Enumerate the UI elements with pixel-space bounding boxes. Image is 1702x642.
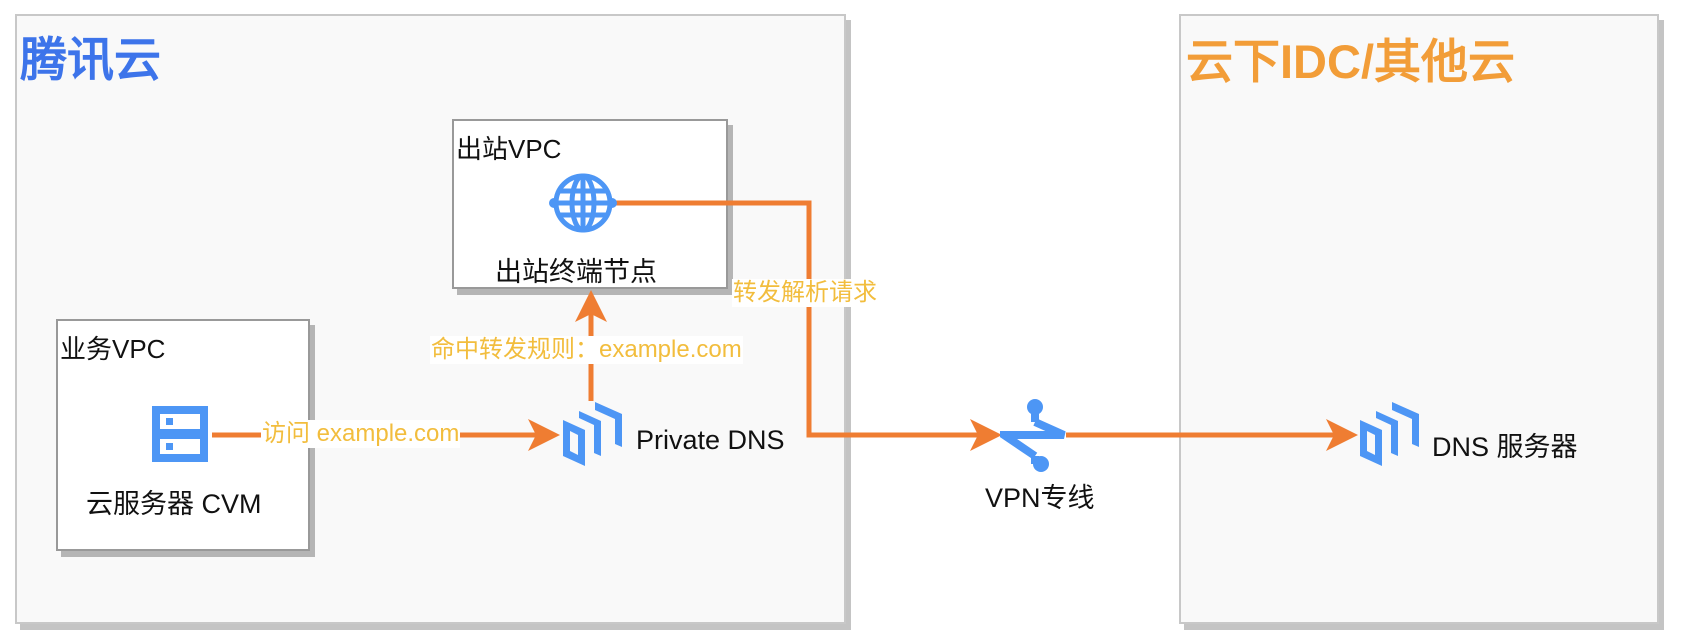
server-icon[interactable] xyxy=(152,406,208,462)
node-label-private-dns: Private DNS xyxy=(636,425,785,455)
zone-offcloud: 云下IDC/其他云 xyxy=(1179,14,1659,624)
arrowhead-vpn xyxy=(970,419,1002,451)
zone-title-tencent-cloud: 腾讯云 xyxy=(20,33,161,86)
arrowhead-dns-server xyxy=(1326,419,1358,451)
zone-title-offcloud: 云下IDC/其他云 xyxy=(1186,35,1515,88)
arrowhead-private-dns xyxy=(528,419,560,451)
globe-icon[interactable] xyxy=(549,172,617,234)
node-label-outbound-endpoint: 出站终端节点 xyxy=(495,257,657,287)
edge-outbound-to-vpn xyxy=(615,200,982,438)
edge-label-forward: 转发解析请求 xyxy=(732,279,878,307)
arrowhead-outbound xyxy=(575,290,607,322)
vpn-icon[interactable] xyxy=(1000,398,1070,474)
edge-label-visit: 访问 example.com xyxy=(261,420,461,448)
node-label-vpn: VPN专线 xyxy=(985,483,1095,513)
dns-server-icon[interactable] xyxy=(1360,402,1420,468)
edge-label-match-rule: 命中转发规则：example.com xyxy=(430,336,743,364)
node-label-dns-server: DNS 服务器 xyxy=(1432,432,1578,462)
private-dns-icon[interactable] xyxy=(563,402,623,468)
vpc-business-title: 业务VPC xyxy=(60,334,166,364)
node-label-cvm: 云服务器 CVM xyxy=(86,489,262,519)
vpc-outbound-title: 出站VPC xyxy=(456,134,562,164)
